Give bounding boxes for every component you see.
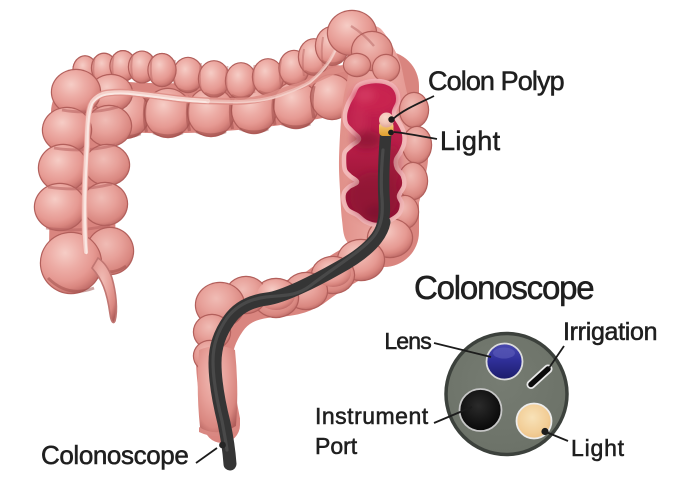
svg-text:Irrigation: Irrigation xyxy=(563,318,657,346)
svg-text:Colonoscope: Colonoscope xyxy=(41,440,188,470)
svg-text:Light: Light xyxy=(571,435,625,461)
svg-text:Light: Light xyxy=(440,126,501,156)
svg-text:Instrument: Instrument xyxy=(315,403,429,429)
svg-text:Colonoscope: Colonoscope xyxy=(414,269,593,306)
svg-text:Colon Polyp: Colon Polyp xyxy=(428,66,564,96)
svg-text:Lens: Lens xyxy=(384,328,431,354)
svg-text:Port: Port xyxy=(315,433,358,459)
